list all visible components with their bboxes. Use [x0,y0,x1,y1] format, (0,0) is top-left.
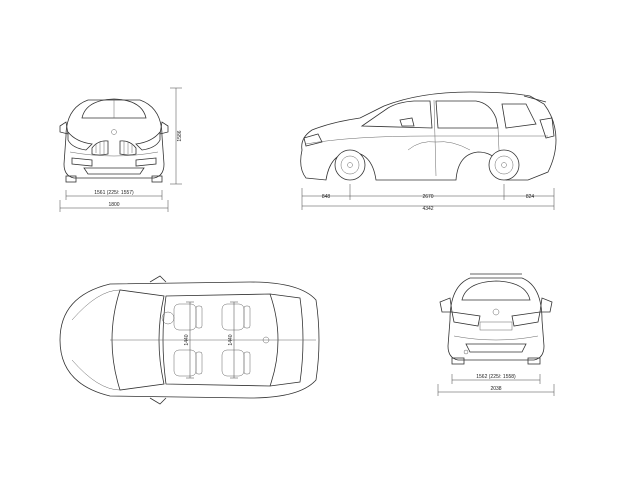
rear-view-dimension-lines [437,374,555,396]
front-view-car-outline [59,98,169,183]
license-plate [479,321,513,331]
side-view-car-outline [300,91,557,181]
rear-view-car-outline [439,273,553,365]
front-seat-left-icon [173,303,203,331]
dim-wheelbase: 2670 [422,194,433,200]
dim-front-overhang: 848 [322,194,331,200]
dim-width-front: 1800 [108,202,119,208]
brand-roundel-icon [111,129,117,135]
dim-height: 1586 [177,130,183,141]
rear-seat-right-icon [221,349,251,377]
front-seat-right-icon [173,349,203,377]
dim-length: 4342 [422,206,433,212]
front-view-dimension-lines [59,87,182,212]
top-view: 1440 1440 [59,275,320,405]
rear-seat-left-icon [221,303,251,331]
dim-inner-width-rear: 1440 [228,334,234,345]
dim-rear-overhang: 824 [526,194,535,200]
steering-wheel-icon [161,311,175,325]
rear-roundel-icon [492,308,500,316]
front-view: 1561 (225/: 1557) 1800 1586 [59,87,183,212]
dim-rear-track: 1562 (225/: 1558) [476,374,516,380]
side-view: 848 2670 824 4342 [300,91,557,212]
dim-front-track: 1561 (225/: 1557) [94,190,134,196]
dim-inner-width-front: 1440 [184,334,190,345]
dim-width-mirrors: 2038 [490,386,501,392]
side-view-dimension-lines [301,184,555,210]
top-view-car-outline [59,275,320,405]
rear-wheel-icon [488,149,520,181]
front-wheel-icon [334,149,366,181]
front-grille-kidney-icon [95,141,133,154]
rear-view: 1562 (225/: 1558) 2038 [437,273,555,396]
top-view-dimension-lines [186,301,238,379]
